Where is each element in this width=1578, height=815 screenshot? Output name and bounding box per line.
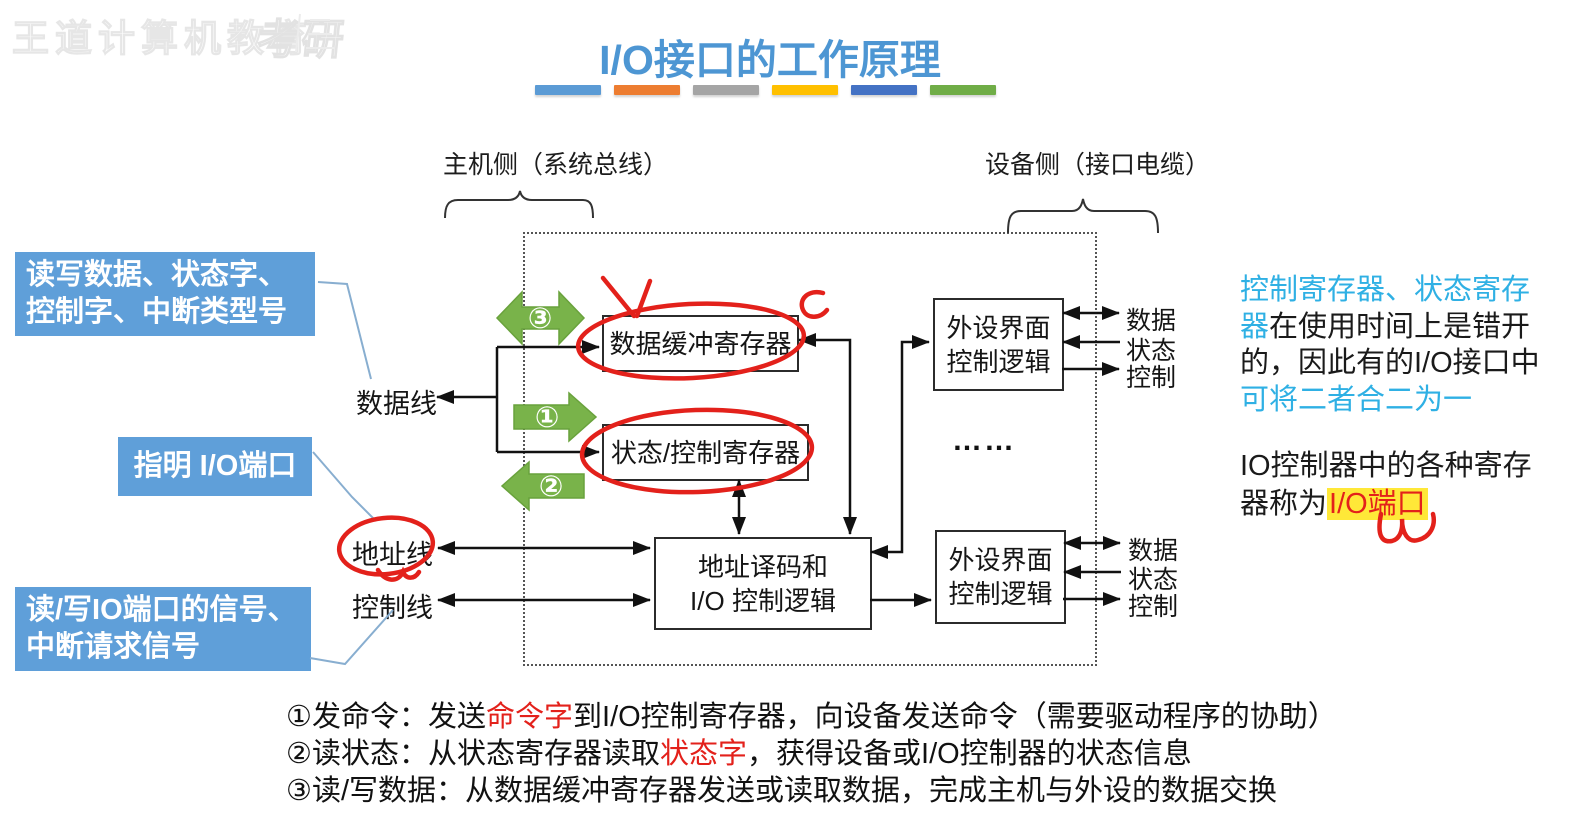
port-status-label: 状态: [1126, 337, 1177, 365]
peripheral-interface-line1: 外设界面: [948, 545, 1053, 575]
address-bus-label: 地址线: [352, 540, 433, 570]
data-buffer-register-box: 数据缓冲寄存器: [602, 315, 799, 372]
host-side-label: 主机侧（系统总线）: [443, 151, 669, 179]
watermark-logo: 考研: [255, 15, 349, 63]
port-control-label: 控制: [1126, 364, 1177, 392]
peripheral-interface-box-top: 外设界面 控制逻辑: [933, 298, 1064, 391]
accent-bar: [772, 85, 838, 95]
note-io-port: IO控制器中的各种寄存器称为I/O端口: [1240, 447, 1560, 523]
peripheral-interface-line2: 控制逻辑: [946, 346, 1051, 377]
step-3: ③读/写数据：从数据缓冲寄存器发送或读取数据，完成主机与外设的数据交换: [286, 773, 1337, 810]
step-keyword: 状态字: [660, 738, 748, 770]
data-bus-label: 数据线: [356, 389, 437, 419]
callout-rw-signals: 读/写IO端口的信号、中断请求信号: [15, 587, 311, 671]
step-text: ③读/写数据：从数据缓冲寄存器发送或读取数据，完成主机与外设的数据交换: [286, 775, 1278, 807]
control-bus-label: 控制线: [352, 593, 433, 623]
port-control-label: 控制: [1128, 593, 1179, 621]
port-data-label: 数据: [1126, 307, 1177, 335]
device-side-label: 设备侧（接口电缆）: [985, 151, 1211, 179]
io-port-highlight: I/O端口: [1327, 488, 1428, 520]
note-register-merge: 控制寄存器、状态寄存器在使用时间上是错开的，因此有的I/O接口中可将二者合二为一: [1240, 272, 1545, 418]
port-status-label: 状态: [1128, 566, 1179, 594]
more-devices-ellipsis: ……: [952, 424, 1016, 457]
step-text: ，获得设备或I/O控制器的状态信息: [747, 738, 1192, 770]
step-2: ②读状态：从状态寄存器读取状态字，获得设备或I/O控制器的状态信息: [286, 736, 1337, 773]
device-side-brace: [1007, 198, 1159, 234]
peripheral-interface-box-bottom: 外设界面 控制逻辑: [935, 530, 1066, 624]
step-list: ①发命令：发送命令字到I/O控制寄存器，向设备发送命令（需要驱动程序的协助） ②…: [286, 699, 1337, 810]
note-black-part: IO控制器中的各种寄存器称为: [1240, 450, 1532, 520]
callout-data-status-words: 读写数据、状态字、控制字、中断类型号: [15, 252, 315, 336]
host-side-brace: [444, 190, 594, 219]
watermark-text: 王道计算机教育: [12, 18, 313, 60]
accent-bar: [535, 85, 601, 95]
step-text: 到I/O控制寄存器，向设备发送命令（需要驱动程序的协助）: [573, 701, 1337, 733]
note-cyan-part: 可将二者合二为一: [1240, 383, 1473, 416]
page-title: I/O接口的工作原理: [599, 37, 941, 83]
callout-io-port: 指明 I/O端口: [118, 437, 312, 496]
title-accent-bars: [535, 85, 996, 95]
accent-bar: [930, 85, 996, 95]
step-text: ②读状态：从状态寄存器读取: [286, 738, 660, 770]
accent-bar: [693, 85, 759, 95]
accent-bar: [851, 85, 917, 95]
port-data-label: 数据: [1128, 537, 1179, 565]
note-black-part: 在使用时间上是错开的，因此有的I/O接口中: [1240, 310, 1540, 380]
accent-bar: [614, 85, 680, 95]
address-decoder-line1: 地址译码和: [697, 551, 828, 582]
status-control-register-box: 状态/控制寄存器: [602, 424, 809, 481]
peripheral-interface-line1: 外设界面: [946, 312, 1051, 343]
io-interface-dotted-boundary: [523, 232, 1097, 666]
step-1: ①发命令：发送命令字到I/O控制寄存器，向设备发送命令（需要驱动程序的协助）: [286, 699, 1337, 736]
address-decoder-box: 地址译码和 I/O 控制逻辑: [654, 537, 872, 630]
step-keyword: 命令字: [486, 701, 574, 733]
step-text: ①发命令：发送: [286, 701, 486, 733]
address-decoder-line2: I/O 控制逻辑: [690, 585, 836, 616]
peripheral-interface-line2: 控制逻辑: [948, 579, 1053, 609]
note-cyan-part: 控制寄存器、状态寄存器: [1240, 274, 1531, 343]
